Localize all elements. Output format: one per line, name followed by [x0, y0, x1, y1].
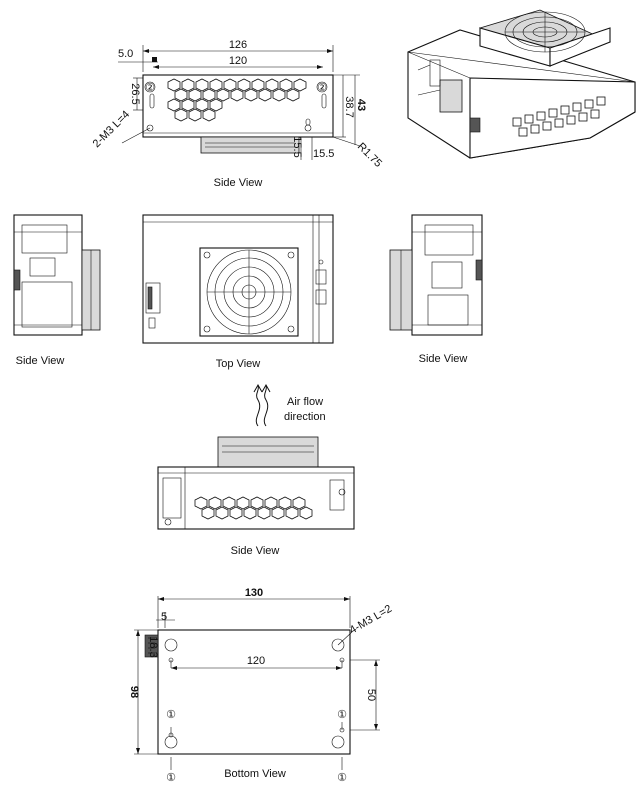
dim-side-15-5-b: 15.5 [313, 148, 334, 160]
pin-marker-bottom-left-upper: ① [166, 709, 176, 721]
dim-bottom-5: 5 [161, 611, 167, 623]
isometric-vents [512, 96, 606, 137]
isometric-view [407, 9, 636, 159]
caption-side-view-1: Side View [214, 177, 263, 189]
airflow-label-line2: direction [284, 411, 326, 423]
top-view-drawing: Top View [142, 214, 334, 370]
dim-side-120: 120 [229, 55, 247, 67]
side-screw-note: 2-M3 L=4 [91, 109, 133, 151]
dim-bottom-130: 130 [245, 587, 263, 599]
dim-side-26-5: 26.5 [129, 83, 141, 104]
dim-side-15-5-a: 15.5 [291, 136, 303, 157]
pin-marker-bottom-right-lower: ① [337, 772, 347, 784]
dim-bottom-120: 120 [247, 655, 265, 667]
dim-side-38-7: 38.7 [343, 96, 355, 117]
dim-bottom-98: 98 [128, 686, 140, 698]
side-view-rear: Side View [157, 436, 355, 557]
honeycomb-vent-pattern [167, 78, 307, 122]
dim-bottom-50: 50 [365, 689, 377, 701]
side-view-right-drawing: Side View [389, 214, 483, 365]
side-view-left-drawing: Side View [13, 214, 101, 367]
airflow-arrow-right [263, 385, 269, 427]
caption-top-view: Top View [216, 358, 260, 370]
side-view-front: 126 120 5.0 ② ② [91, 39, 384, 189]
airflow-label-line1: Air flow [287, 396, 323, 408]
dim-side-r175: R1.75 [355, 141, 384, 170]
caption-bottom-view: Bottom View [224, 768, 286, 780]
dim-side-126: 126 [229, 39, 247, 51]
dim-side-43: 43 [355, 99, 367, 111]
caption-side-view-left: Side View [16, 355, 65, 367]
caption-side-view-right: Side View [419, 353, 468, 365]
airflow-indicator: Air flow direction [253, 383, 326, 427]
bottom-view-drawing: 130 5 18.3 120 98 [128, 587, 394, 784]
bottom-screw-note: 4-M3 L=2 [348, 603, 395, 637]
dim-bottom-18-3: 18.3 [147, 636, 159, 657]
pin-marker-bottom-left-lower: ① [166, 772, 176, 784]
pin-marker-side-left: ② [145, 82, 155, 94]
airflow-arrow-left [255, 385, 261, 427]
dim-side-5: 5.0 [118, 48, 133, 60]
pin-marker-side-right: ② [317, 82, 327, 94]
rear-vent-pattern [194, 496, 313, 520]
pin-marker-bottom-right-upper: ① [337, 709, 347, 721]
caption-side-view-2: Side View [231, 545, 280, 557]
